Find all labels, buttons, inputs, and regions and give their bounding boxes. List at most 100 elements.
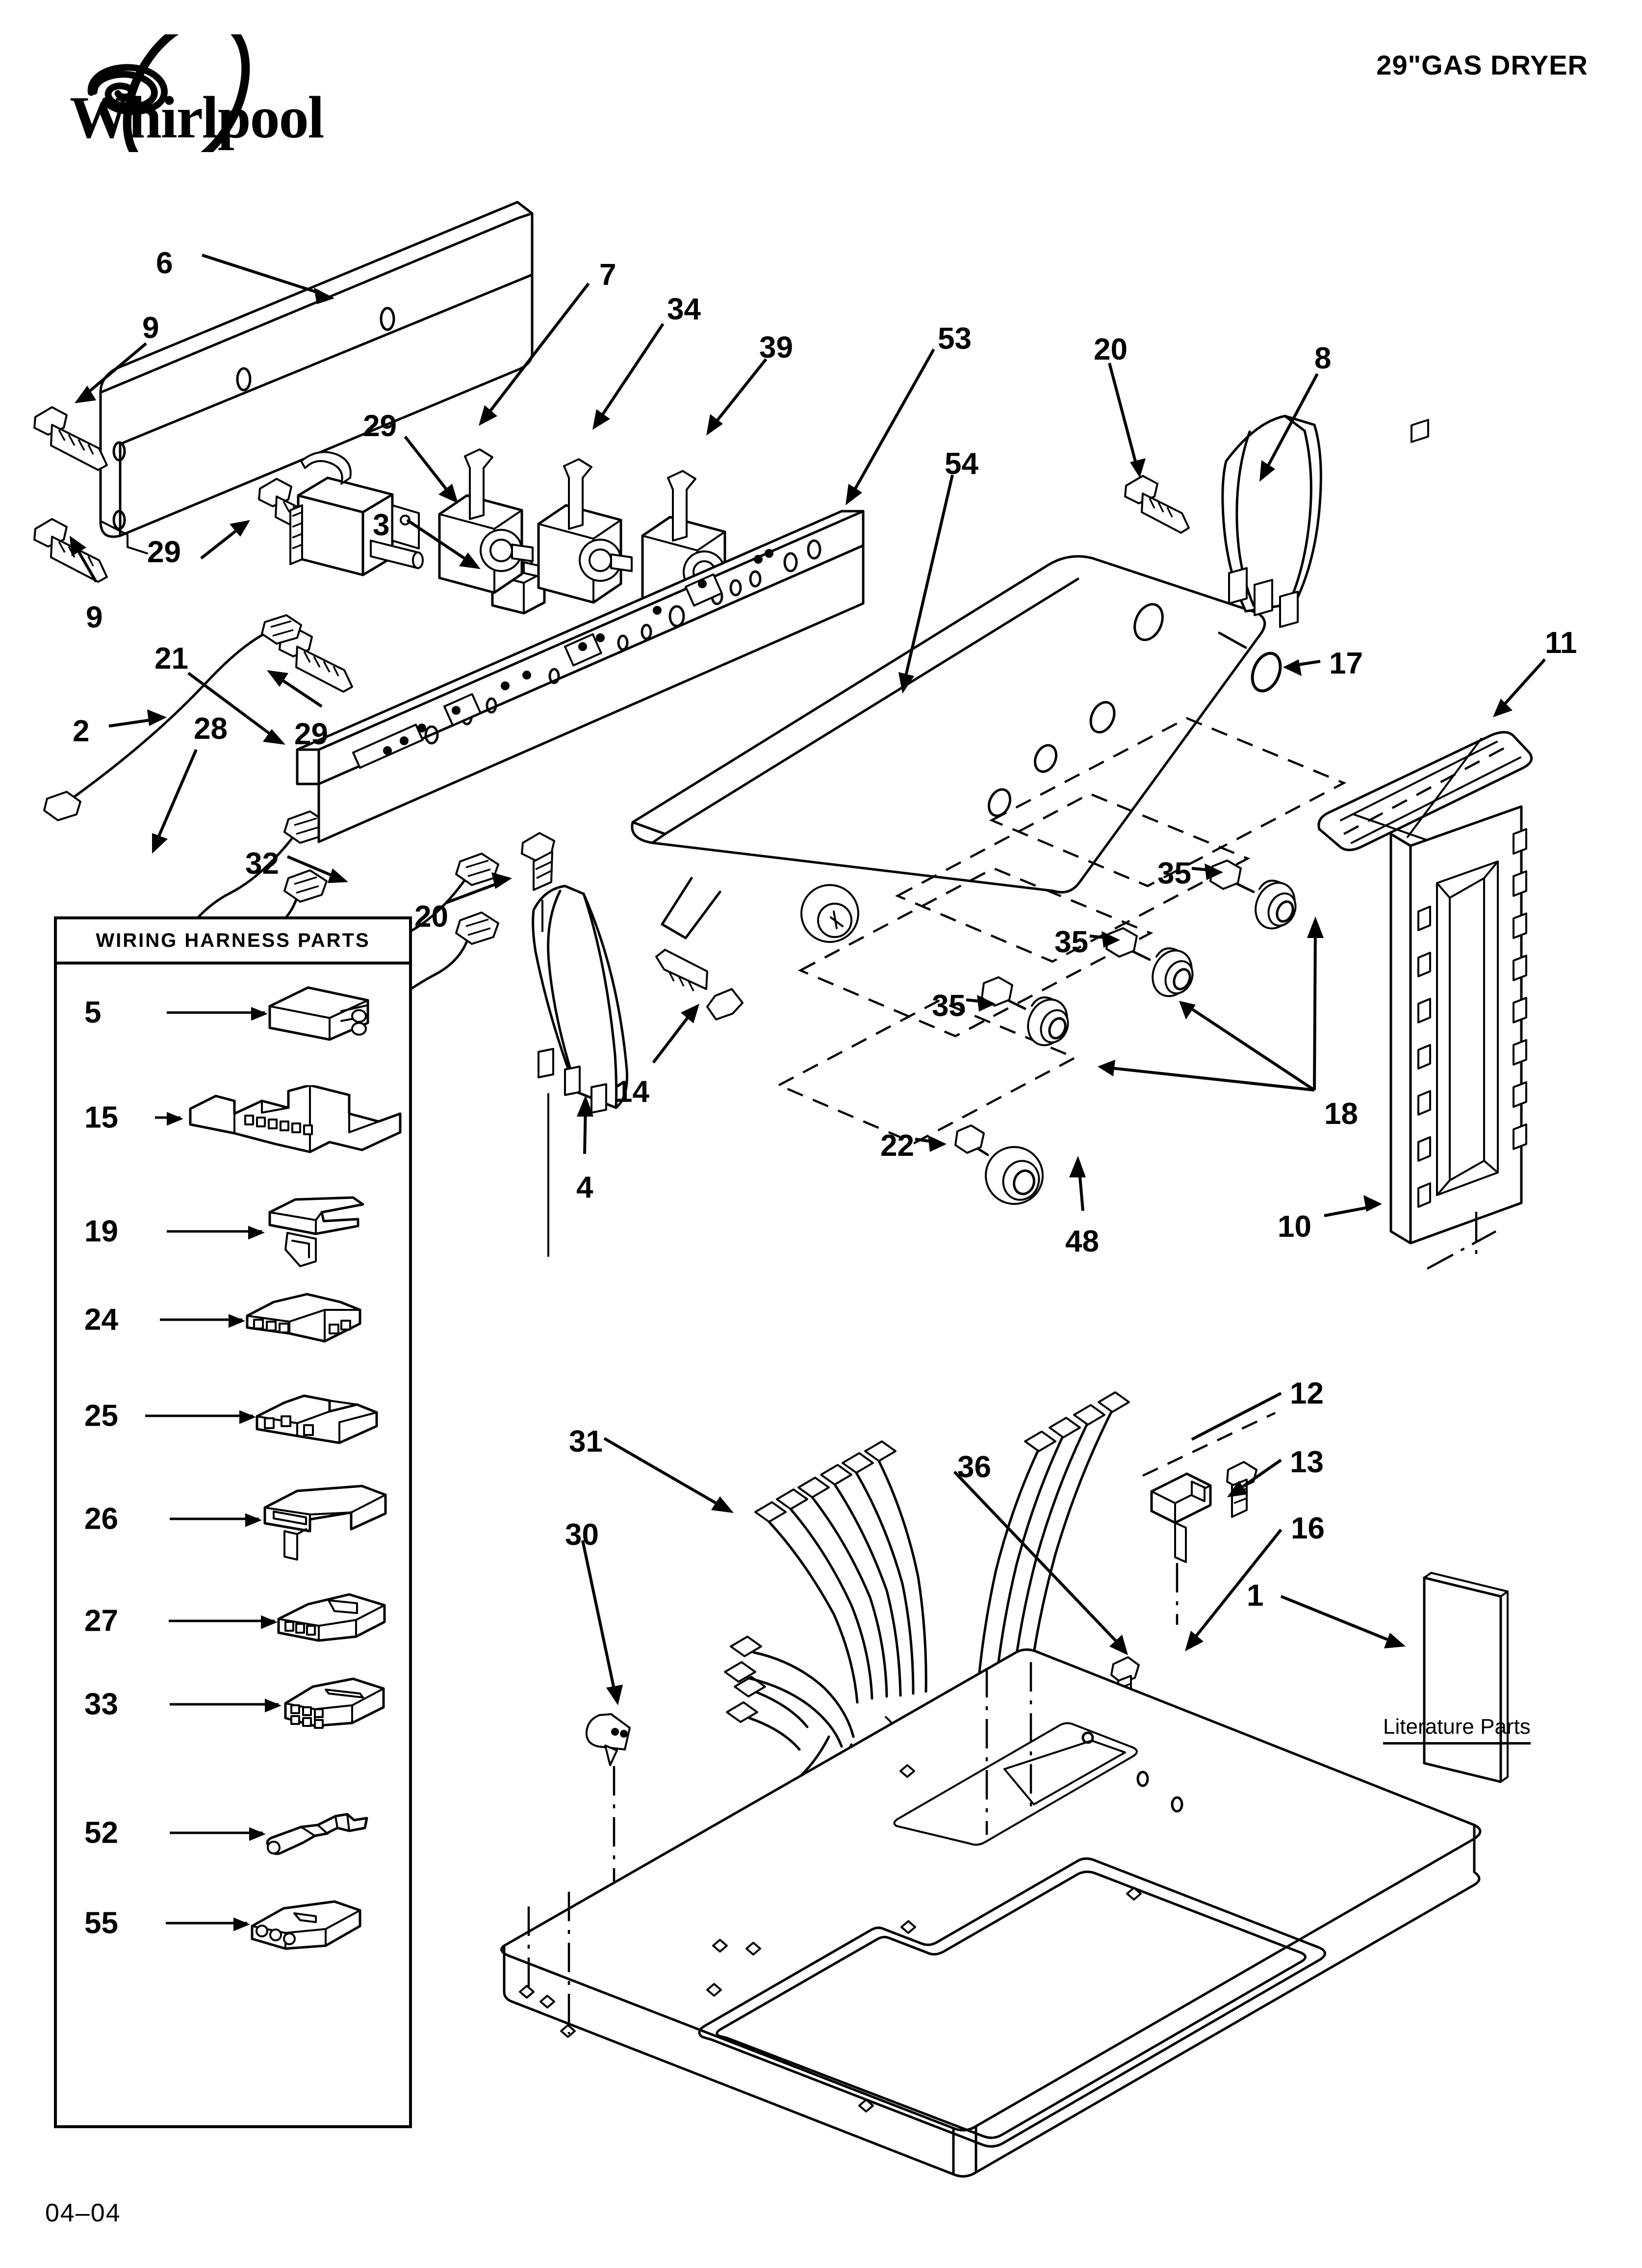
- harness-leader-27: [169, 1615, 278, 1629]
- callout-door-switch-screw: 13: [1290, 1445, 1324, 1479]
- top-panel-art: [500, 1648, 1482, 2178]
- whirlpool-logo: Whirlpool: [39, 34, 343, 152]
- literature-packet-art: [1423, 1572, 1509, 1783]
- leader-18: [1098, 916, 1324, 1092]
- leader-48: [1069, 1156, 1086, 1211]
- callout-console-rear-panel: 6: [156, 246, 173, 280]
- callout-screw-endcap-left: 20: [414, 900, 448, 934]
- knob-35-low-art: [981, 976, 1069, 1046]
- console-end-cap-left-art: [532, 885, 628, 1114]
- end-cap-tabs-right: [1228, 567, 1299, 628]
- callout-screw-upper: 9: [142, 311, 159, 345]
- callout-control-knob-set: 18: [1324, 1097, 1358, 1131]
- wiring-harness-title-bar: WIRING HARNESS PARTS: [57, 919, 409, 965]
- callout-knob-clip-top: 35: [1157, 857, 1191, 890]
- wiring-harness-parts-box: WIRING HARNESS PARTS 5 15 19: [54, 916, 412, 2128]
- harness-leader-24: [160, 1314, 245, 1328]
- callout-screw-console-upper: 29: [363, 409, 397, 443]
- harness-callout-5: 5: [84, 995, 102, 1030]
- door-switch-screw-art: [1226, 1461, 1257, 1518]
- connector-55-art: [251, 1900, 361, 1950]
- callout-push-to-start-switch: 7: [599, 258, 616, 292]
- harness-leader-15: [155, 1112, 183, 1126]
- harness-callout-15: 15: [84, 1100, 118, 1135]
- lint-filter-housing-art: [1389, 418, 1527, 1270]
- harness-leader-26: [170, 1513, 262, 1527]
- callout-wire-clip: 30: [565, 1518, 599, 1552]
- harness-callout-55: 55: [84, 1906, 118, 1940]
- lint-housing-tabs: [1417, 828, 1527, 1208]
- callout-literature-packet: 1: [1247, 1579, 1264, 1613]
- switch-7-art: [438, 448, 534, 594]
- harness-callout-19: 19: [84, 1214, 118, 1249]
- callout-screw-console-lower: 29: [147, 535, 181, 569]
- callout-timer-knob: 22: [880, 1129, 914, 1163]
- callout-screw-lower: 9: [86, 600, 103, 634]
- switch-39-art: [641, 470, 737, 616]
- callout-end-cap-bracket: 4: [576, 1171, 593, 1204]
- callout-lint-screen: 11: [1545, 626, 1577, 660]
- terminal-block-art: [491, 561, 550, 615]
- callout-knob-clip-low: 35: [932, 989, 966, 1023]
- ground-screw-art: [1110, 1656, 1140, 1859]
- connector-15-art: [189, 1085, 402, 1153]
- grommet-17-art: [1251, 652, 1282, 693]
- lint-screen-art: [1317, 731, 1533, 851]
- harness-leader-52: [170, 1827, 266, 1841]
- connector-27-art: [277, 1593, 386, 1642]
- callout-wire-jumper: 2: [73, 714, 90, 748]
- callout-selector-switch: 39: [759, 331, 793, 365]
- callout-ground-screw: 36: [957, 1450, 991, 1484]
- end-cap-tabs-left: [538, 1048, 607, 1114]
- callout-console-end-cap-left: 14: [616, 1075, 649, 1109]
- harness-callout-27: 27: [84, 1604, 118, 1638]
- connector-25-art: [256, 1394, 378, 1444]
- callout-lint-filter-housing: 10: [1278, 1210, 1311, 1244]
- console-bracket-art: [296, 510, 865, 843]
- screw-9-lower-art: [33, 518, 108, 583]
- screw-29-a-art: [258, 478, 333, 543]
- switch-34-art: [537, 458, 633, 604]
- screw-14-art: [655, 949, 744, 1020]
- callout-knob-assembly-group: 48: [1065, 1225, 1099, 1258]
- page-title: 29"GAS DRYER: [1376, 50, 1588, 80]
- timer-assembly-art: [289, 451, 424, 576]
- harness-callout-24: 24: [84, 1303, 118, 1337]
- screw-20-left-art: [521, 832, 555, 932]
- harness-leader-5: [167, 1007, 268, 1021]
- sheet-date: 04–04: [45, 2199, 121, 2227]
- connector-5-art: [268, 986, 369, 1041]
- connector-24-art: [246, 1293, 361, 1343]
- screw-20-right-art: [1124, 475, 1190, 534]
- harness-callout-26: 26: [84, 1502, 118, 1536]
- knob-22-art: [954, 1124, 1044, 1205]
- screw-29-b-art: [461, 510, 536, 575]
- connector-33-art: [284, 1677, 385, 1729]
- clip-19-art: [268, 1196, 364, 1267]
- callout-knob-clip-mid: 35: [1054, 925, 1088, 959]
- callout-wire-harness-two-lead: 28: [194, 712, 228, 746]
- harness-leader-33: [170, 1698, 282, 1713]
- callout-grommet-plug: 17: [1329, 647, 1363, 680]
- callout-timer-knob-assembly: 21: [154, 642, 188, 676]
- main-wire-harness-art: [718, 1391, 1130, 1868]
- callout-console-front-panel: 54: [945, 447, 978, 481]
- wiring-harness-title: WIRING HARNESS PARTS: [96, 929, 370, 951]
- screw-9-upper-art: [33, 406, 108, 471]
- callout-wire-harness-two-lead-b: 32: [245, 847, 279, 881]
- callout-console-end-cap-right: 8: [1314, 341, 1332, 375]
- knob-35-top-art: [1209, 860, 1297, 930]
- harness-callout-52: 52: [84, 1816, 118, 1850]
- callout-rotary-switch: 34: [667, 292, 701, 326]
- screw-29-c-art: [279, 628, 353, 693]
- harness-leader-19: [167, 1225, 265, 1240]
- callout-top-panel: 16: [1291, 1512, 1325, 1545]
- console-end-cap-right-art: [1221, 415, 1322, 628]
- connector-26-art: [263, 1485, 387, 1561]
- wire-clip-art: [585, 1713, 631, 1908]
- harness-leader-55: [166, 1917, 250, 1931]
- callout-screw-timer: 29: [294, 717, 328, 751]
- literature-parts-label: Literature Parts: [1383, 1715, 1531, 1745]
- callout-door-switch-bracket: 12: [1290, 1377, 1324, 1410]
